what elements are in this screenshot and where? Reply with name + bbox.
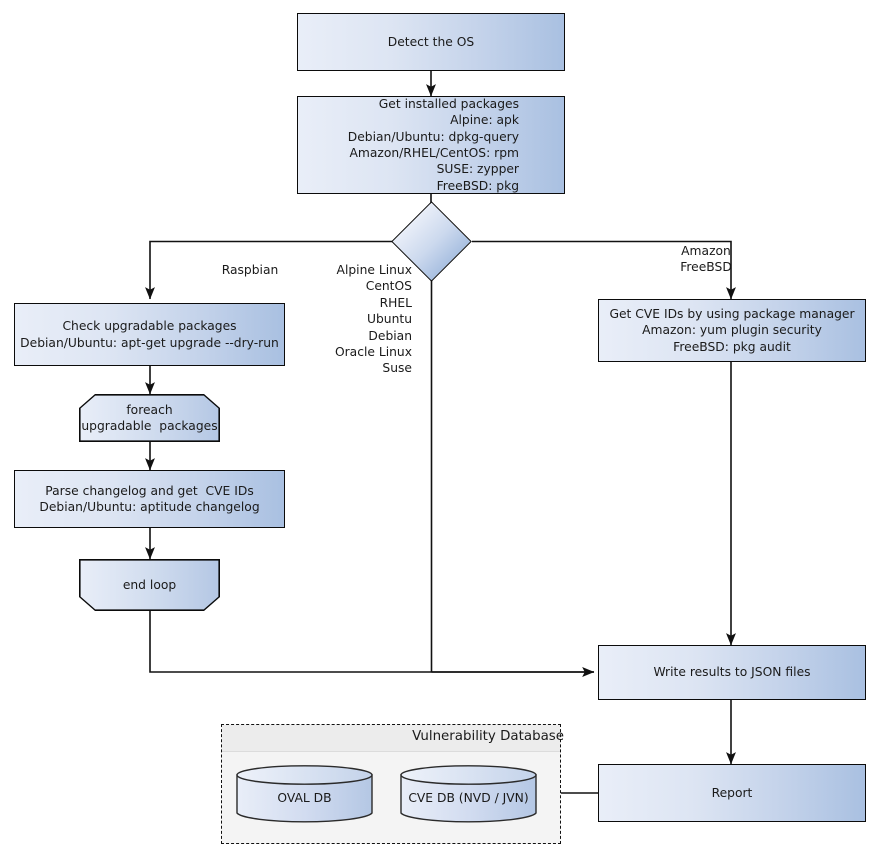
database-cve-db-label: CVE DB (NVD / JVN) (408, 791, 529, 805)
cylinder-shape (236, 765, 373, 823)
node-end-loop[interactable]: end loop (79, 559, 220, 611)
node-get-cve-ids[interactable]: Get CVE IDs by using package manager Ama… (598, 299, 866, 362)
node-detect-os-label: Detect the OS (387, 34, 475, 49)
node-foreach-loop-label: foreach upgradable packages (81, 402, 218, 433)
node-get-installed-packages[interactable]: Get installed packages Alpine: apk Debia… (297, 96, 565, 194)
node-check-upgradable-label: Check upgradable packages Debian/Ubuntu:… (20, 319, 279, 350)
node-get-installed-packages-label: Get installed packages Alpine: apk Debia… (347, 96, 519, 193)
node-detect-os[interactable]: Detect the OS (297, 13, 565, 71)
node-parse-changelog[interactable]: Parse changelog and get CVE IDs Debian/U… (14, 470, 285, 528)
node-write-results[interactable]: Write results to JSON files (598, 645, 866, 700)
database-cve-db[interactable]: CVE DB (NVD / JVN) (400, 765, 537, 823)
node-parse-changelog-label: Parse changelog and get CVE IDs Debian/U… (39, 483, 260, 514)
cylinder-shape (400, 765, 537, 823)
branch-label-amazon-freebsd: Amazon FreeBSD (680, 244, 732, 275)
node-get-cve-ids-label: Get CVE IDs by using package manager Ama… (609, 306, 855, 354)
branch-label-raspbian: Raspbian (221, 263, 279, 277)
database-oval-db[interactable]: OVAL DB (236, 765, 373, 823)
node-foreach-loop[interactable]: foreach upgradable packages (79, 394, 220, 442)
node-report[interactable]: Report (598, 764, 866, 822)
edge-endloop-to-write-results (149, 611, 595, 677)
vulnerability-database-title: Vulnerability Database (412, 729, 564, 744)
branch-label-middle-os-list: Alpine Linux CentOS RHEL Ubuntu Debian O… (334, 263, 412, 376)
vulnerability-database-titlebar (222, 725, 560, 752)
node-report-label: Report (711, 785, 753, 800)
node-check-upgradable[interactable]: Check upgradable packages Debian/Ubuntu:… (14, 303, 285, 366)
node-end-loop-label: end loop (122, 577, 177, 592)
node-write-results-label: Write results to JSON files (653, 665, 811, 680)
database-oval-db-label: OVAL DB (277, 791, 332, 805)
